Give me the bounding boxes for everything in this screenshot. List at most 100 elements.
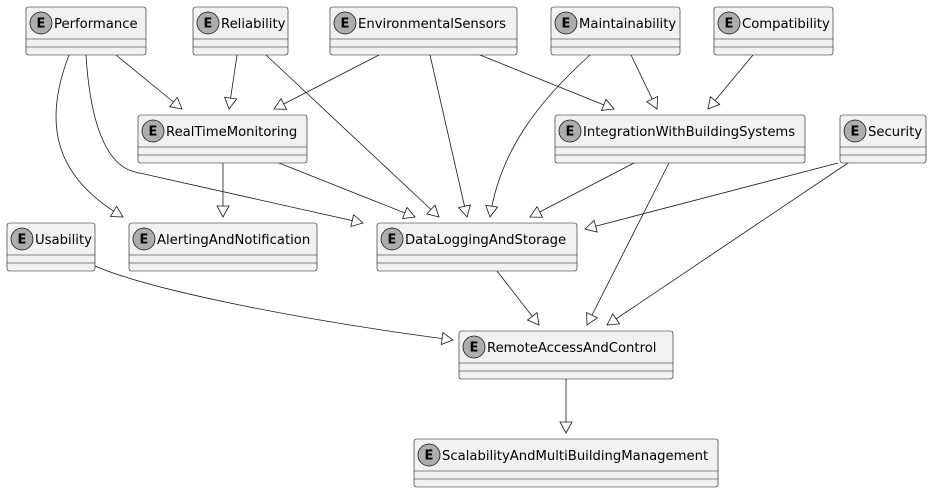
edge-line (489, 54, 591, 218)
inheritance-arrow-icon (426, 204, 440, 218)
edge-performance-to-alerting (55, 54, 124, 218)
relationship-edges (55, 54, 849, 434)
entity-name: IntegrationWithBuildingSystems (583, 125, 795, 140)
inheritance-arrow-icon (606, 313, 621, 326)
entity-badge-icon: E (558, 119, 582, 143)
entity-badge-icon: E (380, 227, 404, 251)
entity-box (554, 114, 806, 164)
entity-name: Security (868, 125, 922, 140)
edge-security-to-datalogging (584, 162, 839, 233)
edge-datalogging-to-remote (496, 270, 540, 326)
entity-usability[interactable]: E Usability (6, 222, 96, 272)
edge-line (85, 54, 364, 224)
edge-environmental-to-integration (479, 54, 615, 111)
inheritance-arrow-icon (559, 421, 573, 434)
edge-line (94, 265, 454, 341)
inheritance-arrow-icon (529, 205, 544, 218)
svg-text:E: E (725, 17, 734, 32)
entity-badge-icon: E (717, 11, 741, 35)
entity-name: EnvironmentalSensors (358, 17, 506, 32)
entity-box (713, 6, 834, 56)
inheritance-arrow-icon (224, 96, 238, 110)
edge-integration-to-remote (586, 162, 670, 326)
entity-badge-icon: E (417, 443, 441, 467)
edge-reliability-to-datalogging (265, 54, 440, 218)
inheritance-arrow-icon (109, 205, 124, 218)
edge-realtime-to-alerting (216, 163, 230, 218)
edge-line (429, 54, 468, 218)
svg-text:E: E (37, 17, 46, 32)
entity-compatibility[interactable]: E Compatibility (713, 6, 834, 56)
entity-badge-icon: E (10, 227, 34, 251)
edge-environmental-to-datalogging (429, 54, 471, 218)
entity-name: Reliability (221, 17, 286, 32)
entity-box (137, 114, 308, 164)
edge-usability-to-remote (94, 265, 454, 346)
inheritance-arrow-icon (707, 95, 721, 110)
svg-text:E: E (425, 449, 434, 464)
inheritance-arrow-icon (457, 204, 471, 218)
inheritance-arrow-icon (586, 311, 599, 326)
edge-performance-to-datalogging (85, 54, 364, 228)
edge-performance-to-realtime (115, 54, 183, 110)
edge-line (273, 54, 380, 110)
entity-name: DataLoggingAndStorage (405, 233, 566, 248)
inheritance-arrow-icon (485, 204, 499, 218)
inheritance-arrow-icon (273, 97, 288, 110)
edge-remote-to-scalability (559, 379, 573, 434)
edge-maintainability-to-datalogging (485, 54, 591, 218)
edge-security-to-remote (606, 162, 849, 326)
entity-box (128, 222, 318, 272)
edge-line (115, 54, 183, 110)
edge-line (55, 54, 124, 218)
entity-name: Maintainability (579, 17, 676, 32)
entity-performance[interactable]: E Performance (25, 6, 147, 56)
inheritance-arrow-icon (168, 96, 183, 110)
edge-compatibility-to-integration (707, 54, 754, 110)
entity-name: Compatibility (742, 17, 830, 32)
entity-badge-icon: E (29, 11, 53, 35)
entity-name: Usability (35, 233, 92, 248)
inheritance-arrow-icon (401, 206, 416, 219)
edge-line (707, 54, 754, 110)
entity-box (25, 6, 147, 56)
edge-line (265, 54, 440, 218)
svg-text:E: E (562, 17, 571, 32)
entity-box (550, 6, 681, 56)
edge-maintainability-to-integration (630, 54, 659, 110)
edge-realtime-to-datalogging (278, 162, 416, 219)
inheritance-arrow-icon (584, 219, 598, 233)
inheritance-arrow-icon (600, 98, 615, 111)
entity-name: Performance (54, 17, 138, 32)
entity-badge-icon: E (333, 11, 357, 35)
entity-maintainability[interactable]: E Maintainability (550, 6, 681, 56)
entity-box (413, 438, 719, 488)
edge-integration-to-datalogging (529, 162, 635, 218)
svg-text:E: E (18, 233, 27, 248)
entity-box (458, 330, 674, 380)
entity-name: RealTimeMonitoring (166, 125, 297, 140)
edge-line (586, 162, 670, 326)
edge-line (479, 54, 615, 110)
entity-badge-icon: E (554, 11, 578, 35)
svg-text:E: E (140, 233, 149, 248)
entity-box (376, 222, 578, 272)
inheritance-arrow-icon (440, 331, 454, 346)
inheritance-arrow-icon (646, 95, 659, 110)
entity-alerting[interactable]: E AlertingAndNotification (128, 222, 318, 272)
edge-line (529, 162, 635, 218)
edge-reliability-to-realtime (224, 54, 238, 110)
entity-name: RemoteAccessAndControl (487, 341, 656, 356)
entity-badge-icon: E (843, 119, 867, 143)
entity-name: AlertingAndNotification (157, 233, 310, 248)
